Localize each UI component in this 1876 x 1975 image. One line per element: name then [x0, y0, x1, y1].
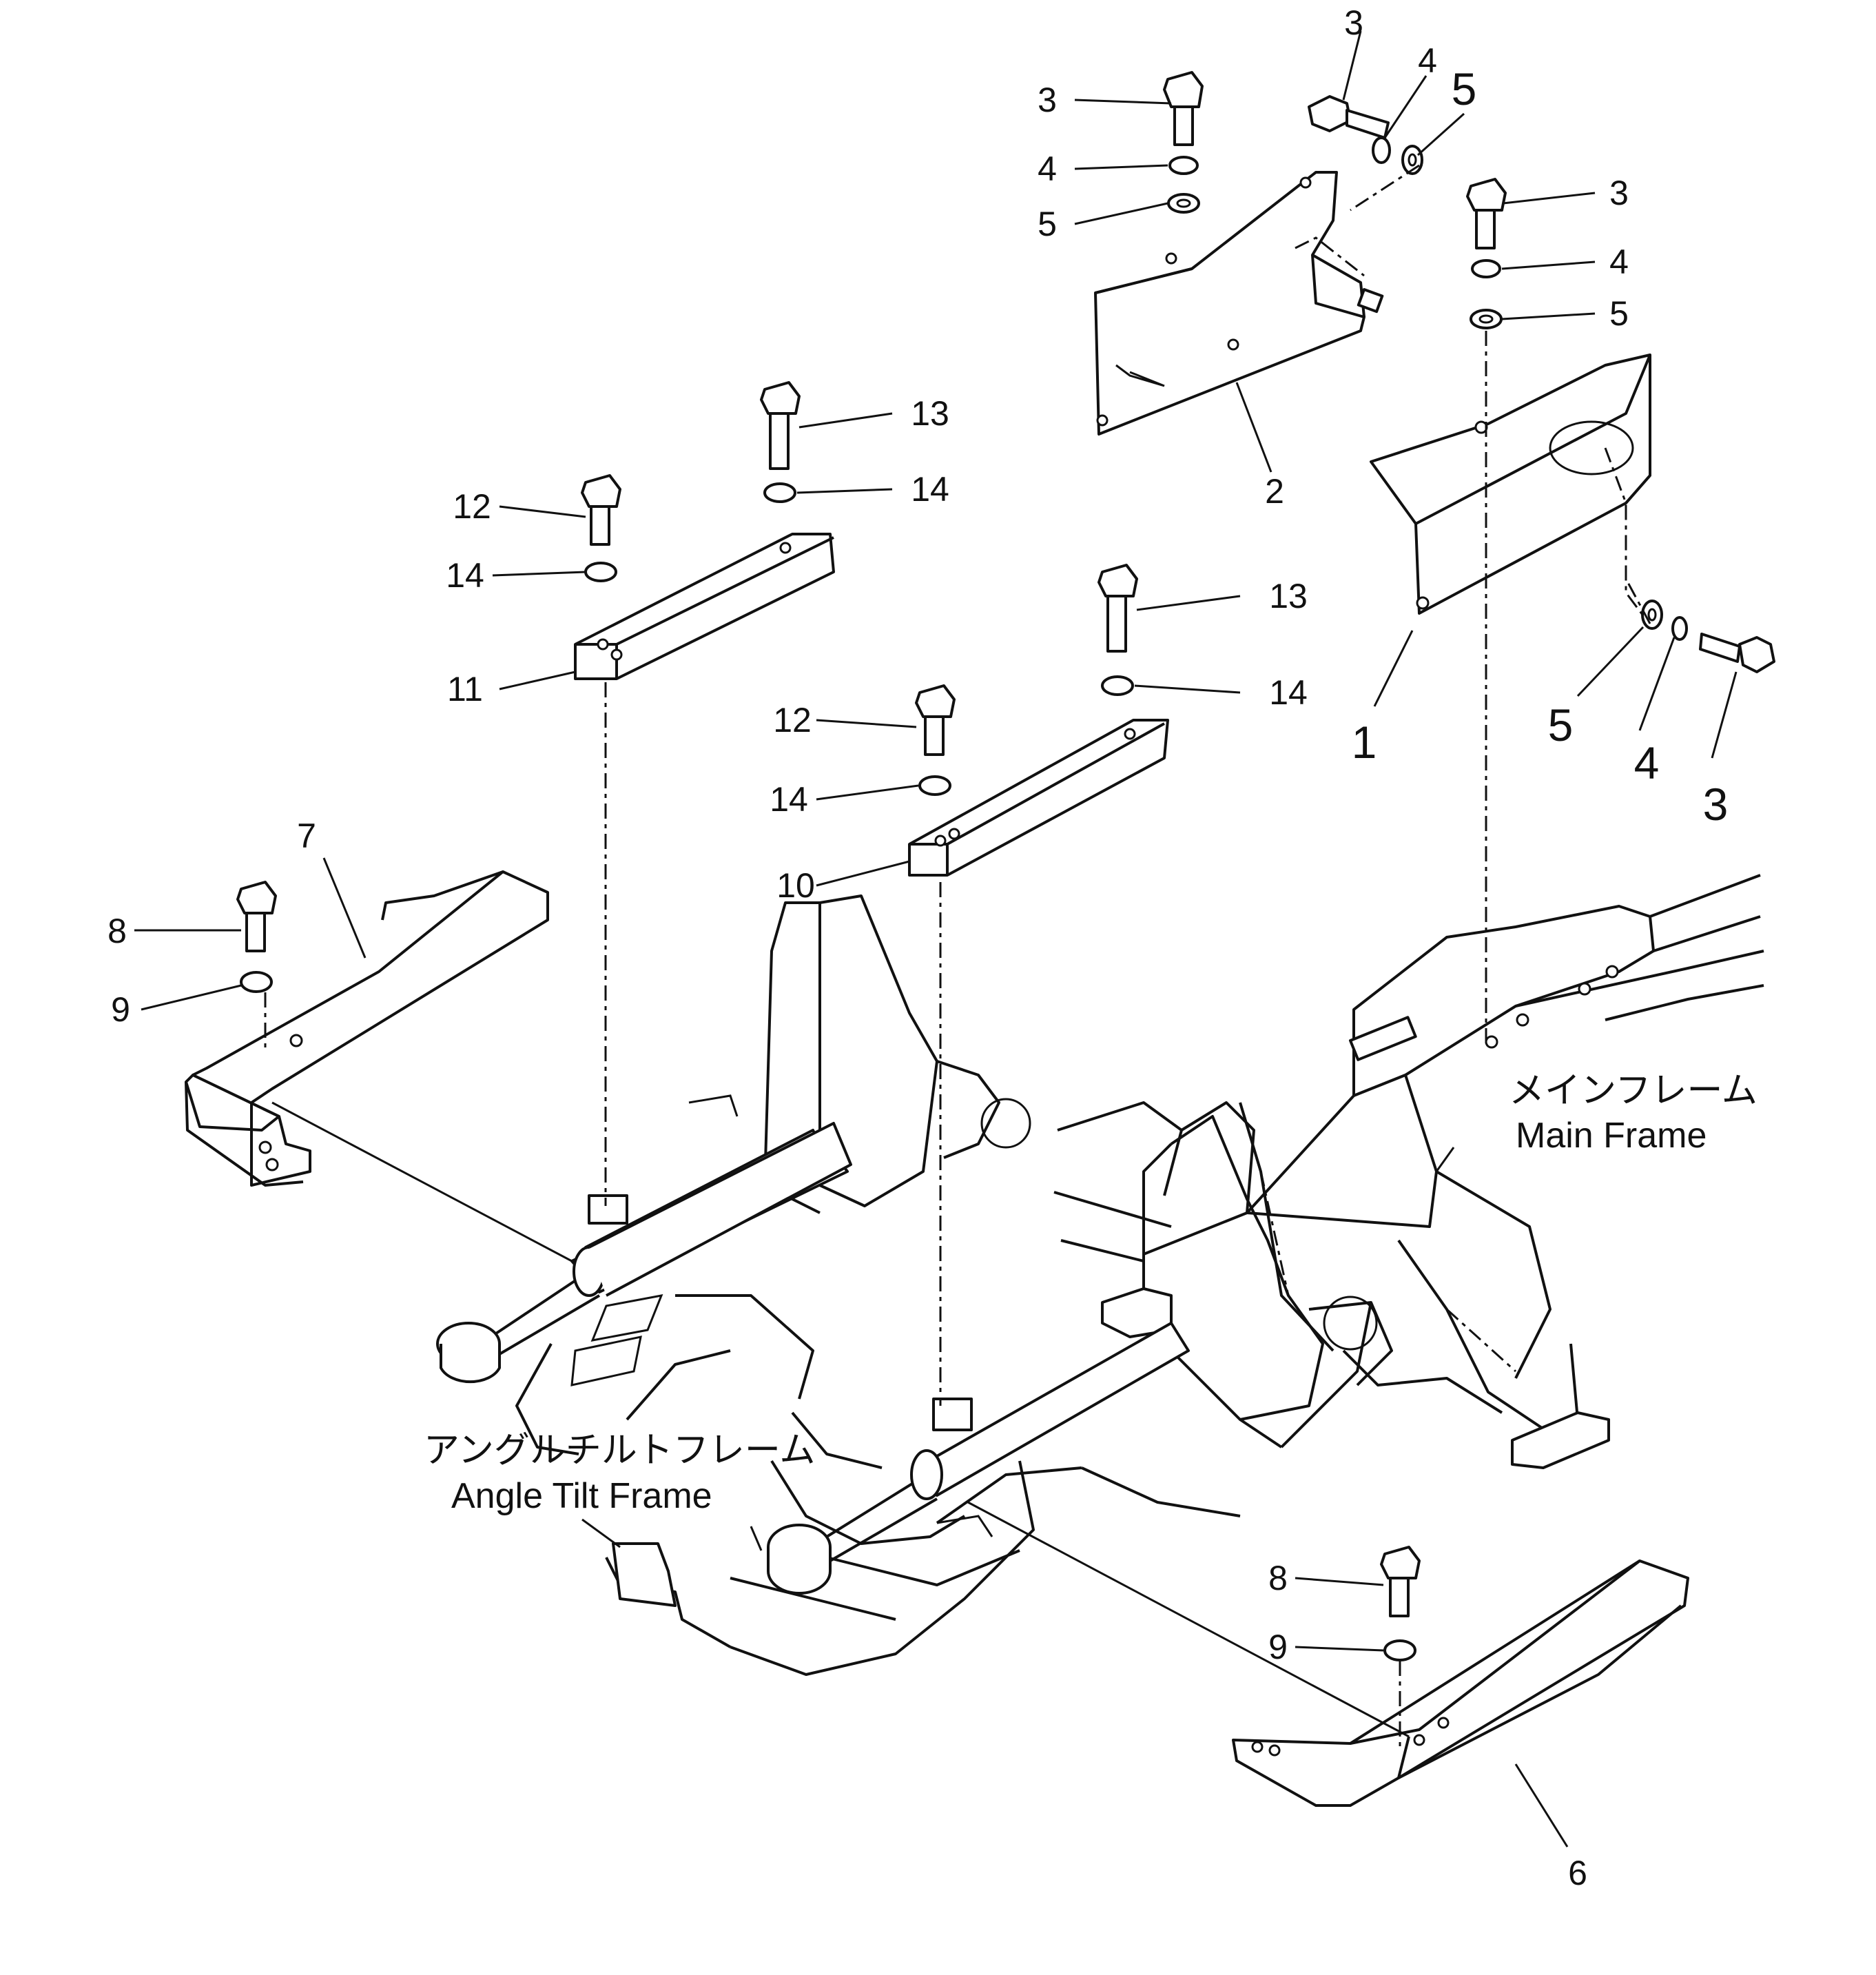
callout-4-right: 4 — [1609, 243, 1629, 281]
callout-3-top-side: 3 — [1344, 3, 1363, 42]
callout-5-right: 5 — [1609, 294, 1629, 333]
callout-13-left: 13 — [911, 394, 949, 433]
main-frame — [1057, 874, 1764, 1469]
callout-2: 2 — [1265, 472, 1284, 511]
callout-3-right: 3 — [1609, 174, 1629, 212]
tilt-cylinder-left — [436, 1094, 852, 1386]
callout-13-right: 13 — [1269, 577, 1308, 615]
callout-1: 1 — [1352, 717, 1377, 768]
main-frame-label-jp: メインフレーム — [1509, 1071, 1758, 1111]
washer-5-right — [1470, 309, 1503, 329]
callout-9-right: 9 — [1268, 1628, 1288, 1666]
bolt-3-top — [1163, 71, 1204, 146]
callout-12-left: 12 — [453, 487, 491, 526]
angle-tilt-frame-label-en: Angle Tilt Frame — [451, 1476, 712, 1516]
tilt-cylinder-right — [767, 1322, 1190, 1595]
bolt-3-side-top — [1308, 95, 1390, 139]
washer-14-d — [918, 775, 951, 796]
bolt-8-right — [1380, 1546, 1421, 1617]
bolt-3-side-right — [1699, 633, 1775, 673]
bolt-12-right — [915, 684, 956, 756]
callout-10: 10 — [776, 866, 815, 905]
callout-labels: 3 4 5 3 4 5 3 4 5 2 1 5 4 3 13 14 12 14 … — [107, 3, 1728, 1892]
washer-9-left — [240, 971, 273, 993]
bolt-13-left — [760, 381, 801, 470]
callout-14-right: 14 — [770, 780, 808, 819]
callout-3-side: 3 — [1703, 779, 1729, 830]
washer-4-top — [1168, 156, 1199, 175]
washer-4-side-right — [1671, 616, 1688, 641]
callout-9-left: 9 — [111, 990, 130, 1029]
washer-5-top — [1167, 193, 1200, 214]
bolt-12-left — [581, 474, 621, 546]
callout-11: 11 — [447, 670, 483, 708]
callout-14-left: 14 — [446, 556, 484, 595]
part-7-foot-rail — [185, 870, 549, 1187]
callout-8-right: 8 — [1268, 1559, 1288, 1597]
callout-4-top-side: 4 — [1418, 41, 1437, 80]
assembly-center-lines — [264, 164, 1651, 1750]
frame-labels: メインフレーム Main Frame アングルチルトフレーム Angle Til… — [424, 1071, 1758, 1516]
main-frame-label-en: Main Frame — [1516, 1116, 1707, 1156]
washer-5-side-right — [1641, 600, 1663, 630]
washer-14-a — [763, 482, 796, 503]
washer-14-b — [584, 562, 617, 582]
angle-tilt-frame-label-jp: アングルチルトフレーム — [424, 1431, 815, 1471]
washer-9-right — [1383, 1639, 1416, 1661]
callout-5-top-side: 5 — [1452, 63, 1477, 114]
washer-4-right — [1471, 259, 1501, 278]
callout-12-right: 12 — [773, 701, 812, 739]
bolt-13-right — [1097, 564, 1138, 653]
callout-3-top: 3 — [1038, 81, 1057, 119]
callout-14-left-top: 14 — [911, 470, 949, 509]
callout-5-top: 5 — [1038, 205, 1057, 243]
washer-14-c — [1101, 675, 1134, 696]
bolt-3-right — [1466, 178, 1507, 249]
callout-6: 6 — [1568, 1854, 1587, 1892]
callout-4-top: 4 — [1038, 150, 1057, 188]
callout-5-side: 5 — [1548, 699, 1574, 750]
washer-4-side-top — [1372, 136, 1391, 164]
angle-tilt-frame — [515, 894, 1393, 1676]
fasteners — [236, 71, 1775, 1661]
bolt-8-left — [236, 881, 277, 952]
callout-14-right-top: 14 — [1269, 673, 1308, 712]
part-11-rail — [574, 533, 835, 680]
part-10-rail — [908, 719, 1169, 877]
part-6-foot-rail — [1232, 1559, 1689, 1807]
leader-lines — [134, 30, 1738, 1848]
callout-4-side: 4 — [1634, 737, 1660, 788]
callout-8-left: 8 — [107, 912, 127, 950]
part-1-cover-plate — [1370, 354, 1651, 621]
part-2-cover-plate — [1094, 171, 1384, 436]
callout-7: 7 — [297, 817, 316, 855]
